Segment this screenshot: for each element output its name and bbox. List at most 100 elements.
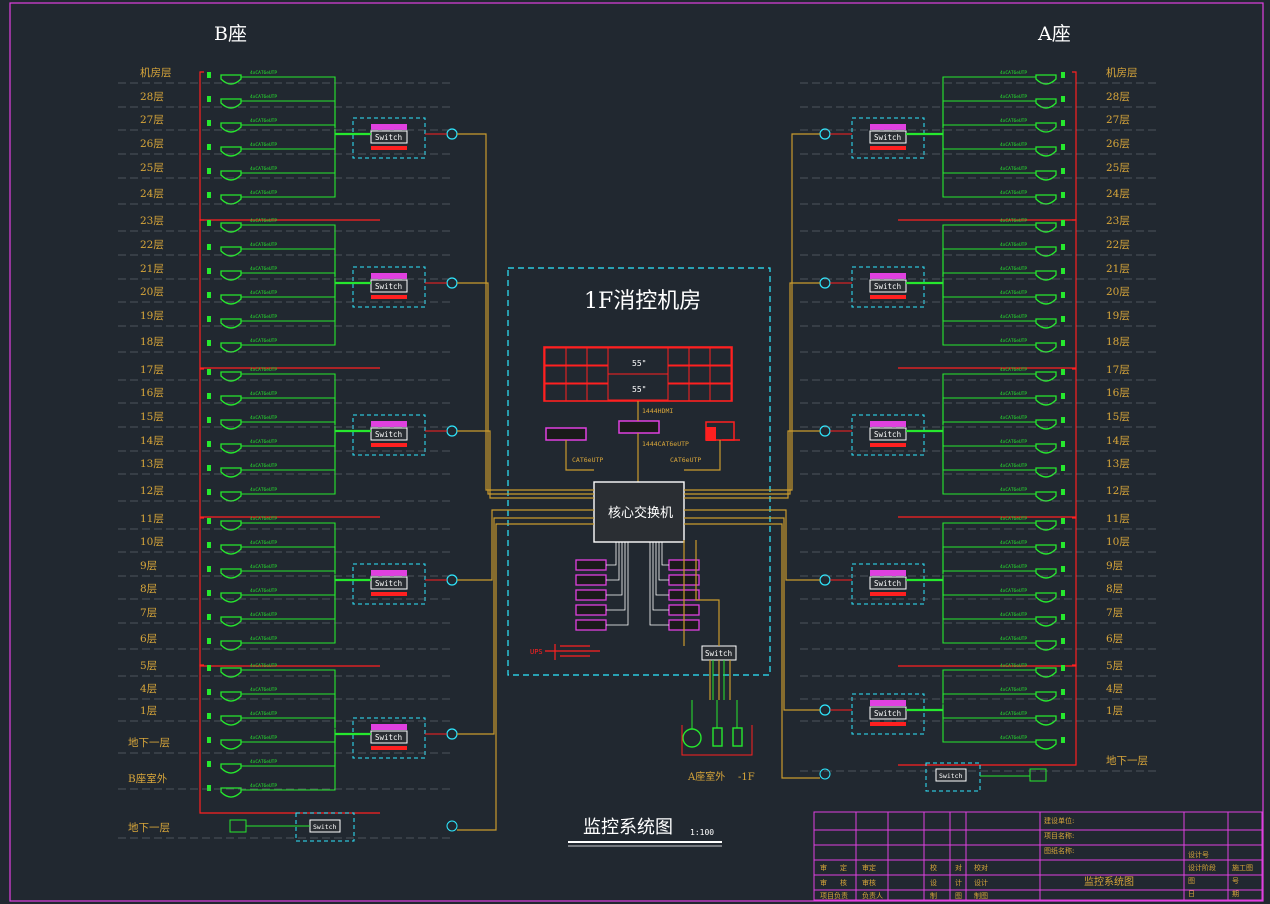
- switch: [370, 427, 408, 441]
- svg-text:4xCAT6eUTP: 4xCAT6eUTP: [1000, 70, 1027, 76]
- fiber-transceiver-icon: [819, 704, 831, 716]
- diagram-scale: 1:100: [690, 828, 714, 837]
- floor-label-b: 机房层: [140, 66, 172, 79]
- svg-text:审: 审: [820, 878, 827, 887]
- svg-text:4xCAT6eUTP: 4xCAT6eUTP: [250, 242, 277, 248]
- floor-label-a: 23层: [1106, 215, 1130, 227]
- svg-text:4xCAT6eUTP: 4xCAT6eUTP: [250, 367, 277, 373]
- control-room-title: 1F消控机房: [584, 289, 701, 314]
- switch-label: Switch: [375, 133, 402, 142]
- svg-text:4xCAT6eUTP: 4xCAT6eUTP: [1000, 242, 1027, 248]
- floor-label-b: 地下一层: [128, 736, 170, 749]
- floor-label-a: 11层: [1106, 513, 1130, 525]
- floor-label-b: 28层: [140, 91, 164, 103]
- floor-label-b: 18层: [140, 336, 164, 348]
- floor-label-a: 8层: [1106, 583, 1123, 595]
- floor-label-a: 地下一层: [1106, 754, 1148, 767]
- dome-camera-icon: [220, 122, 242, 133]
- svg-text:项目名称:: 项目名称:: [1044, 831, 1074, 840]
- svg-text:4xCAT6eUTP: 4xCAT6eUTP: [1000, 463, 1027, 469]
- svg-text:4xCAT6eUTP: 4xCAT6eUTP: [1000, 290, 1027, 296]
- dome-camera-icon: [1035, 739, 1057, 750]
- dome-camera-icon: [220, 246, 242, 257]
- floor-label-a: 15层: [1106, 411, 1130, 423]
- floor-label-a: 14层: [1106, 435, 1130, 447]
- floor-label-b: 10层: [140, 536, 164, 548]
- floor-label-b: 地下一层: [128, 821, 170, 834]
- floor-label-b: 4层: [140, 683, 157, 695]
- drawing-frame: [9, 2, 1264, 902]
- floor-label-b: 27层: [140, 114, 164, 126]
- switch-box: [851, 414, 925, 456]
- svg-text:审: 审: [820, 863, 827, 872]
- svg-text:4xCAT6eUTP: 4xCAT6eUTP: [250, 612, 277, 618]
- camera-group: 4xCAT6eUTP4xCAT6eUTP4xCAT6eUTP4xCAT6eUTP…: [199, 70, 458, 221]
- svg-text:4xCAT6eUTP: 4xCAT6eUTP: [1000, 711, 1027, 717]
- floor-label-a: 机房层: [1106, 66, 1138, 79]
- floor-label-a: 17层: [1106, 364, 1130, 376]
- floor-label-b: 21层: [140, 263, 164, 275]
- dome-camera-icon: [1035, 342, 1057, 353]
- svg-text:4xCAT6eUTP: 4xCAT6eUTP: [250, 218, 277, 224]
- dome-camera-icon: [220, 467, 242, 478]
- svg-text:4xCAT6eUTP: 4xCAT6eUTP: [250, 290, 277, 296]
- svg-text:4xCAT6eUTP: 4xCAT6eUTP: [250, 314, 277, 320]
- switch-box: [851, 117, 925, 159]
- switch: [869, 427, 907, 441]
- floor-label-b: 12层: [140, 485, 164, 497]
- block-b-heading: B座: [214, 23, 247, 45]
- dome-camera-icon: [220, 443, 242, 454]
- svg-text:定: 定: [840, 863, 847, 872]
- svg-text:4xCAT6eUTP: 4xCAT6eUTP: [250, 415, 277, 421]
- floor-label-a: 18层: [1106, 336, 1130, 348]
- dome-camera-icon: [1035, 74, 1057, 85]
- dome-camera-icon: [220, 739, 242, 750]
- fiber-transceiver-icon: [819, 425, 831, 437]
- svg-text:计: 计: [955, 878, 962, 887]
- floor-label-b: 16层: [140, 387, 164, 399]
- dome-camera-icon: [1035, 419, 1057, 430]
- svg-text:4xCAT6eUTP: 4xCAT6eUTP: [250, 190, 277, 196]
- svg-text:4xCAT6eUTP: 4xCAT6eUTP: [1000, 516, 1027, 522]
- block-a-groups: 4xCAT6eUTP 4xCAT6eUTP 4xCAT6eUTP 4xCAT6eUTP…: [819, 70, 1077, 780]
- svg-text:4xCAT6eUTP: 4xCAT6eUTP: [250, 142, 277, 148]
- svg-text:制: 制: [930, 891, 937, 900]
- svg-text:图纸名称:: 图纸名称:: [1044, 846, 1074, 855]
- floor-label-b: 8层: [140, 583, 157, 595]
- svg-text:对: 对: [955, 863, 962, 872]
- floor-label-a: 13层: [1106, 458, 1130, 470]
- dome-camera-icon: [1035, 122, 1057, 133]
- camera-group: 4xCAT6eUTP4xCAT6eUTP4xCAT6eUTP4xCAT6eUTP…: [819, 367, 1077, 518]
- svg-text:4xCAT6eUTP: 4xCAT6eUTP: [250, 516, 277, 522]
- dome-camera-icon: [1035, 592, 1057, 603]
- svg-text:负责人: 负责人: [862, 891, 883, 900]
- dome-camera-icon: [1035, 294, 1057, 305]
- svg-text:4xCAT6eUTP: 4xCAT6eUTP: [250, 487, 277, 493]
- svg-text:4xCAT6eUTP: 4xCAT6eUTP: [1000, 166, 1027, 172]
- svg-text:审定: 审定: [862, 863, 876, 872]
- nvr-device: [618, 420, 660, 434]
- backbone-cables: [457, 133, 820, 831]
- svg-text:4xCAT6eUTP: 4xCAT6eUTP: [1000, 415, 1027, 421]
- svg-text:Switch: Switch: [939, 772, 963, 780]
- svg-text:4xCAT6eUTP: 4xCAT6eUTP: [1000, 266, 1027, 272]
- dome-camera-icon: [220, 763, 242, 774]
- core-switch: [593, 481, 685, 543]
- camera-group: 4xCAT6eUTP4xCAT6eUTP4xCAT6eUTP4xCAT6eUTP…: [819, 516, 1077, 667]
- ups-label: UPS: [530, 648, 543, 656]
- a-basement-switch-group: Switch: [925, 762, 1047, 792]
- fiber-transceiver-icon: [446, 574, 458, 586]
- switch: [869, 706, 907, 720]
- svg-text:4xCAT6eUTP: 4xCAT6eUTP: [1000, 540, 1027, 546]
- dome-camera-icon: [1035, 395, 1057, 406]
- dome-camera-icon: [1035, 194, 1057, 205]
- dome-camera-icon: [1035, 467, 1057, 478]
- floor-label-a: 7层: [1106, 607, 1123, 619]
- dome-camera-icon: [220, 568, 242, 579]
- svg-text:制图: 制图: [974, 891, 988, 900]
- b-basement-switch-group: Switch: [229, 812, 458, 842]
- room-lower-switch-label: Switch: [705, 649, 732, 658]
- floor-label-a: 26层: [1106, 138, 1130, 150]
- cable-cat-label-2: 1444CAT6eUTP: [642, 440, 689, 448]
- svg-text:核: 核: [840, 878, 847, 887]
